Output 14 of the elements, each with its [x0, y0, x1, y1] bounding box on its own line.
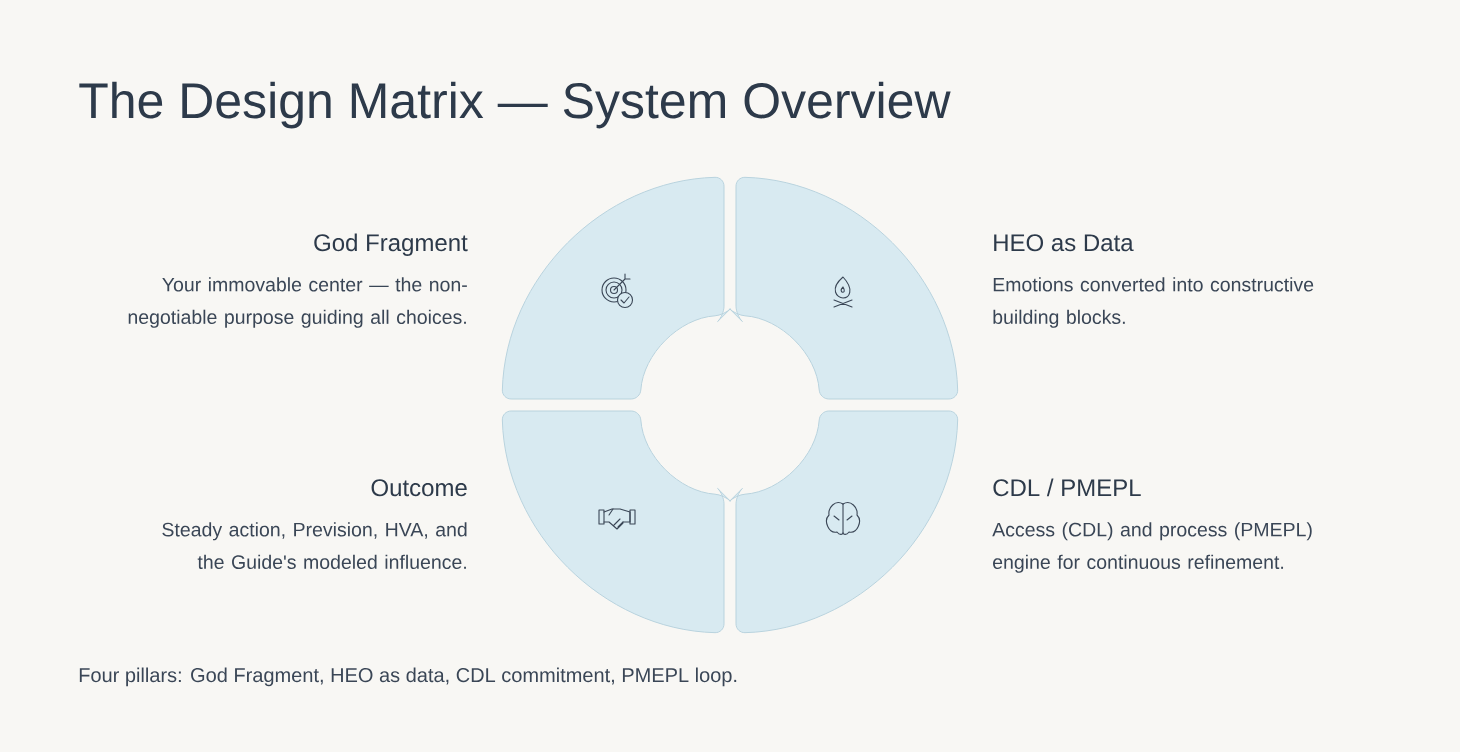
title: The Design Matrix — System Overview [79, 81, 951, 129]
description: Access (CDL) and process (PMEPL) engine for continuous refinement. [992, 522, 1312, 573]
ring-segment [501, 410, 731, 634]
ring-segment [729, 176, 959, 400]
ring-segment [729, 410, 959, 634]
heading: Outcome [371, 479, 467, 497]
heading: God Fragment [314, 233, 468, 256]
description: Emotions converted into constructive building blocks. [993, 277, 1314, 328]
description: Your immovable center — the non-negotiable purpose guiding all choices. [128, 277, 467, 328]
heading: CDL / PMEPL [993, 478, 1141, 497]
ring-segment [501, 176, 731, 400]
caption: Four pillars: God Fragment, HEO as data, CDL commitment, PMEPL loop. [79, 667, 737, 687]
heading: HEO as Data [994, 234, 1134, 252]
description: Steady action, Prevision, HVA, and the Guide's modeled influence. [162, 522, 467, 569]
